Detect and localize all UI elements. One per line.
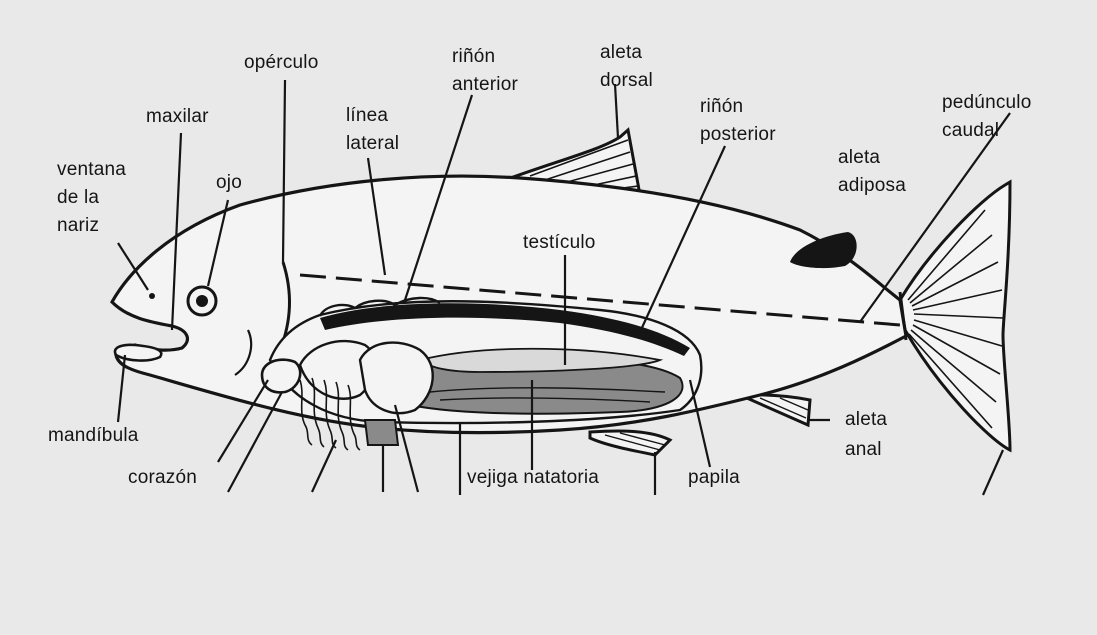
label-linea-line1: línea [346, 103, 388, 128]
label-rinon-anterior-line2: anterior [452, 72, 518, 97]
label-ojo: ojo [216, 170, 242, 195]
label-maxilar: maxilar [146, 104, 209, 129]
eye-pupil [196, 295, 208, 307]
label-mandibula: mandíbula [48, 423, 139, 448]
label-aleta-anal-line1: aleta [845, 407, 887, 432]
label-testiculo: testículo [523, 230, 596, 255]
label-rinon-posterior-line1: riñón [700, 94, 743, 119]
label-aleta-adiposa-line2: adiposa [838, 173, 906, 198]
label-aleta-adiposa-line1: aleta [838, 145, 880, 170]
label-rinon-posterior-line2: posterior [700, 122, 776, 147]
intestine [365, 420, 398, 445]
label-linea-line2: lateral [346, 131, 399, 156]
label-pedunculo-line1: pedúnculo [942, 90, 1032, 115]
heart [262, 360, 300, 393]
label-pedunculo-line2: caudal [942, 118, 999, 143]
label-ventana-line1: ventana [57, 157, 126, 182]
nostril [149, 293, 155, 299]
label-ventana-line3: nariz [57, 213, 99, 238]
mouth-lower-jaw [115, 345, 161, 361]
label-rinon-anterior-line1: riñón [452, 44, 495, 69]
anal-fin [740, 395, 810, 425]
label-aleta-anal-line2: anal [845, 437, 882, 462]
label-papila: papila [688, 465, 740, 490]
label-aleta-dorsal-line2: dorsal [600, 68, 653, 93]
label-ventana-line2: de la [57, 185, 99, 210]
label-vejiga-natatoria: vejiga natatoria [467, 465, 599, 490]
label-corazon: corazón [128, 465, 197, 490]
label-operculo: opérculo [244, 50, 318, 75]
label-aleta-dorsal-line1: aleta [600, 40, 642, 65]
